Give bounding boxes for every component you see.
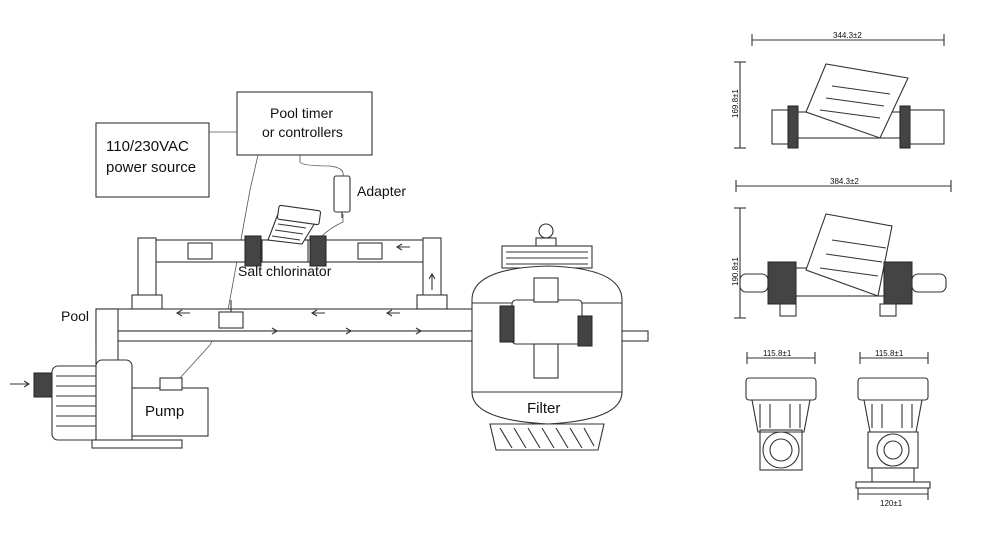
power-source-box: 110/230VAC power source — [95, 122, 210, 198]
dim-side-width: 115.8±1 — [875, 349, 904, 358]
dim-base-width: 120±1 — [880, 499, 903, 508]
pool-label: Pool — [61, 308, 89, 324]
pump-label: Pump — [145, 403, 184, 420]
dim-mid-width: 384.3±2 — [830, 177, 859, 186]
dimension-view-middle: 384.3±2 190.8±1 — [731, 177, 952, 319]
power-source-label-line1: 110/230VAC — [106, 138, 189, 155]
adapter: Adapter — [333, 175, 406, 218]
dim-front-width: 115.8±1 — [763, 349, 792, 358]
salt-chlorinator-unit: Salt chlorinator — [238, 204, 332, 279]
dimension-view-top: 344.3±2 169.8±1 — [731, 31, 945, 149]
dimension-view-side: 115.8±1 120±1 — [855, 349, 931, 508]
salt-chlorinator-label: Salt chlorinator — [238, 263, 332, 279]
filter-label: Filter — [527, 400, 560, 417]
pump: Pump — [10, 359, 209, 449]
timer-label-line1: Pool timer — [270, 105, 333, 121]
pool-timer-box: Pool timer or controllers — [236, 91, 373, 156]
adapter-label: Adapter — [357, 183, 406, 199]
dim-top-width: 344.3±2 — [833, 31, 862, 40]
timer-label-line2: or controllers — [262, 124, 343, 140]
dim-mid-height: 190.8±1 — [731, 257, 740, 286]
power-source-label-line2: power source — [106, 159, 196, 176]
dim-top-height: 169.8±1 — [731, 89, 740, 118]
dimension-view-front: 115.8±1 — [745, 349, 817, 471]
main-pipe: Pool — [61, 300, 649, 370]
sand-filter: Filter — [471, 223, 623, 451]
